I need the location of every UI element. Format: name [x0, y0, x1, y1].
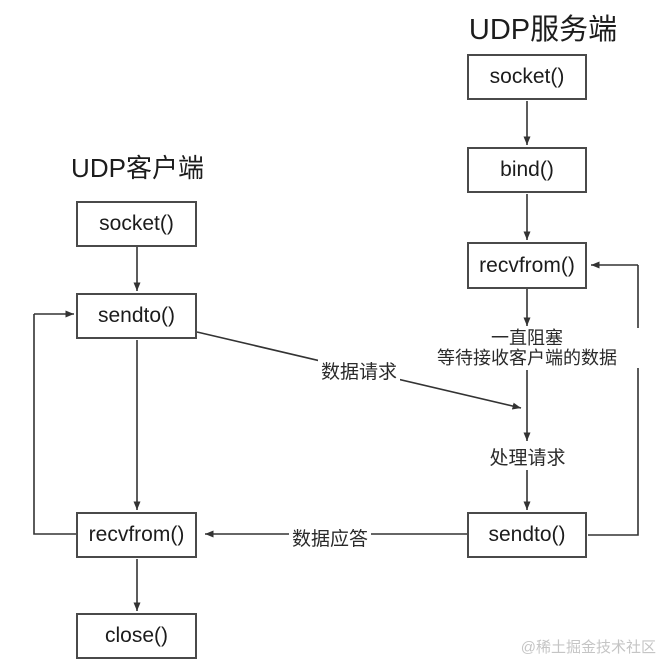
server-loop-line [588, 265, 639, 536]
blocking-note: 一直阻塞 等待接收客户端的数据 [415, 328, 639, 368]
client-recvfrom-box: recvfrom() [76, 512, 197, 558]
client-socket-label: socket() [99, 212, 174, 235]
client-recvfrom-label: recvfrom() [88, 523, 185, 546]
server-recvfrom-box: recvfrom() [467, 242, 587, 289]
data-reply-label: 数据应答 [289, 524, 372, 551]
server-column-title: UDP服务端 [468, 14, 618, 46]
blocking-note-line2: 等待接收客户端的数据 [437, 348, 617, 368]
process-request-note: 处理请求 [467, 443, 588, 470]
server-socket-box: socket() [467, 54, 587, 100]
watermark-text: @稀土掘金技术社区 [520, 639, 656, 656]
client-close-label: close() [104, 624, 168, 647]
client-socket-box: socket() [76, 201, 197, 247]
client-sendto-box: sendto() [76, 293, 197, 339]
server-bind-label: bind() [500, 158, 554, 181]
client-column-title: UDP客户端 [71, 153, 204, 183]
client-sendto-label: sendto() [97, 304, 176, 327]
server-recvfrom-label: recvfrom() [479, 253, 575, 277]
server-sendto-box: sendto() [467, 512, 587, 558]
server-bind-box: bind() [467, 147, 587, 193]
client-close-box: close() [76, 613, 197, 659]
data-request-label: 数据请求 [318, 357, 401, 384]
server-socket-label: socket() [489, 65, 565, 88]
server-sendto-label: sendto() [488, 523, 566, 546]
client-loop-line [33, 314, 76, 535]
blocking-note-line1: 一直阻塞 [491, 328, 563, 348]
